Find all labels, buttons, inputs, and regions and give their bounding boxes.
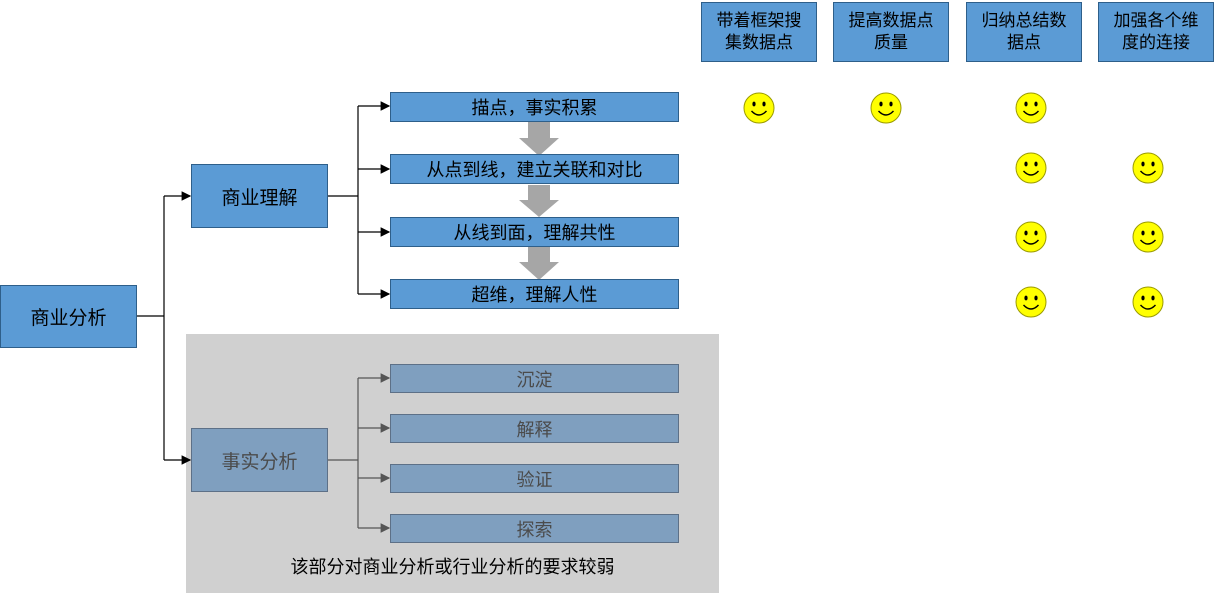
column-header-1-line-2: 集数据点	[725, 33, 793, 53]
step-a-2-label: 从点到线，建立关联和对比	[426, 160, 643, 181]
branch-b-label: 事实分析	[221, 450, 298, 473]
smiley-icon	[1132, 221, 1164, 253]
smiley-icon	[1132, 286, 1164, 318]
step-b-1-label: 沉淀	[516, 369, 553, 391]
root-node: 商业分析	[0, 285, 137, 348]
step-b-3-label: 验证	[516, 469, 553, 491]
column-header-3-line-2: 据点	[1007, 33, 1041, 53]
smiley-icon	[1132, 152, 1164, 184]
column-header-2: 提高数据点 质量	[833, 2, 949, 62]
step-b-4: 探索	[390, 514, 679, 543]
smiley-icon	[1015, 221, 1047, 253]
smiley-icon	[870, 92, 902, 124]
step-a-1: 描点，事实积累	[390, 92, 679, 122]
smiley-icon	[1015, 152, 1047, 184]
column-header-1-label: 带着框架搜 集数据点	[717, 10, 802, 54]
smiley-icon	[1015, 92, 1047, 124]
column-header-4-line-1: 加强各个维	[1113, 11, 1199, 31]
column-header-4-label: 加强各个维 度的连接	[1114, 10, 1199, 54]
column-header-2-label: 提高数据点 质量	[849, 10, 934, 54]
step-b-2: 解释	[390, 414, 679, 443]
step-a-4: 超维，理解人性	[390, 279, 679, 309]
smiley-icon	[1015, 286, 1047, 318]
step-a-3: 从线到面，理解共性	[390, 217, 679, 247]
step-a-2: 从点到线，建立关联和对比	[390, 154, 679, 184]
step-b-1: 沉淀	[390, 364, 679, 393]
root-label: 商业分析	[30, 307, 107, 329]
column-header-1-line-1: 带着框架搜	[716, 11, 802, 31]
column-header-1: 带着框架搜 集数据点	[701, 2, 817, 62]
weak-branch-note: 该部分对商业分析或行业分析的要求较弱	[290, 557, 615, 578]
down-arrows	[519, 122, 559, 280]
step-b-2-label: 解释	[516, 419, 553, 441]
step-a-4-label: 超维，理解人性	[471, 285, 598, 306]
step-b-3: 验证	[390, 464, 679, 493]
smiley-icon	[743, 92, 775, 124]
column-header-2-line-2: 质量	[874, 33, 908, 53]
step-b-4-label: 探索	[516, 519, 553, 541]
column-header-4: 加强各个维 度的连接	[1098, 2, 1214, 62]
column-header-3-line-1: 归纳总结数	[981, 11, 1067, 31]
column-header-4-line-2: 度的连接	[1122, 33, 1190, 53]
column-header-3-label: 归纳总结数 据点	[982, 10, 1067, 54]
step-a-1-label: 描点，事实积累	[471, 98, 598, 119]
branch-fact-analysis: 事实分析	[191, 428, 328, 492]
column-header-2-line-1: 提高数据点	[848, 11, 934, 31]
branch-a-label: 商业理解	[221, 186, 298, 209]
step-a-3-label: 从线到面，理解共性	[453, 223, 616, 244]
branch-business-understanding: 商业理解	[191, 164, 328, 228]
column-header-3: 归纳总结数 据点	[966, 2, 1082, 62]
